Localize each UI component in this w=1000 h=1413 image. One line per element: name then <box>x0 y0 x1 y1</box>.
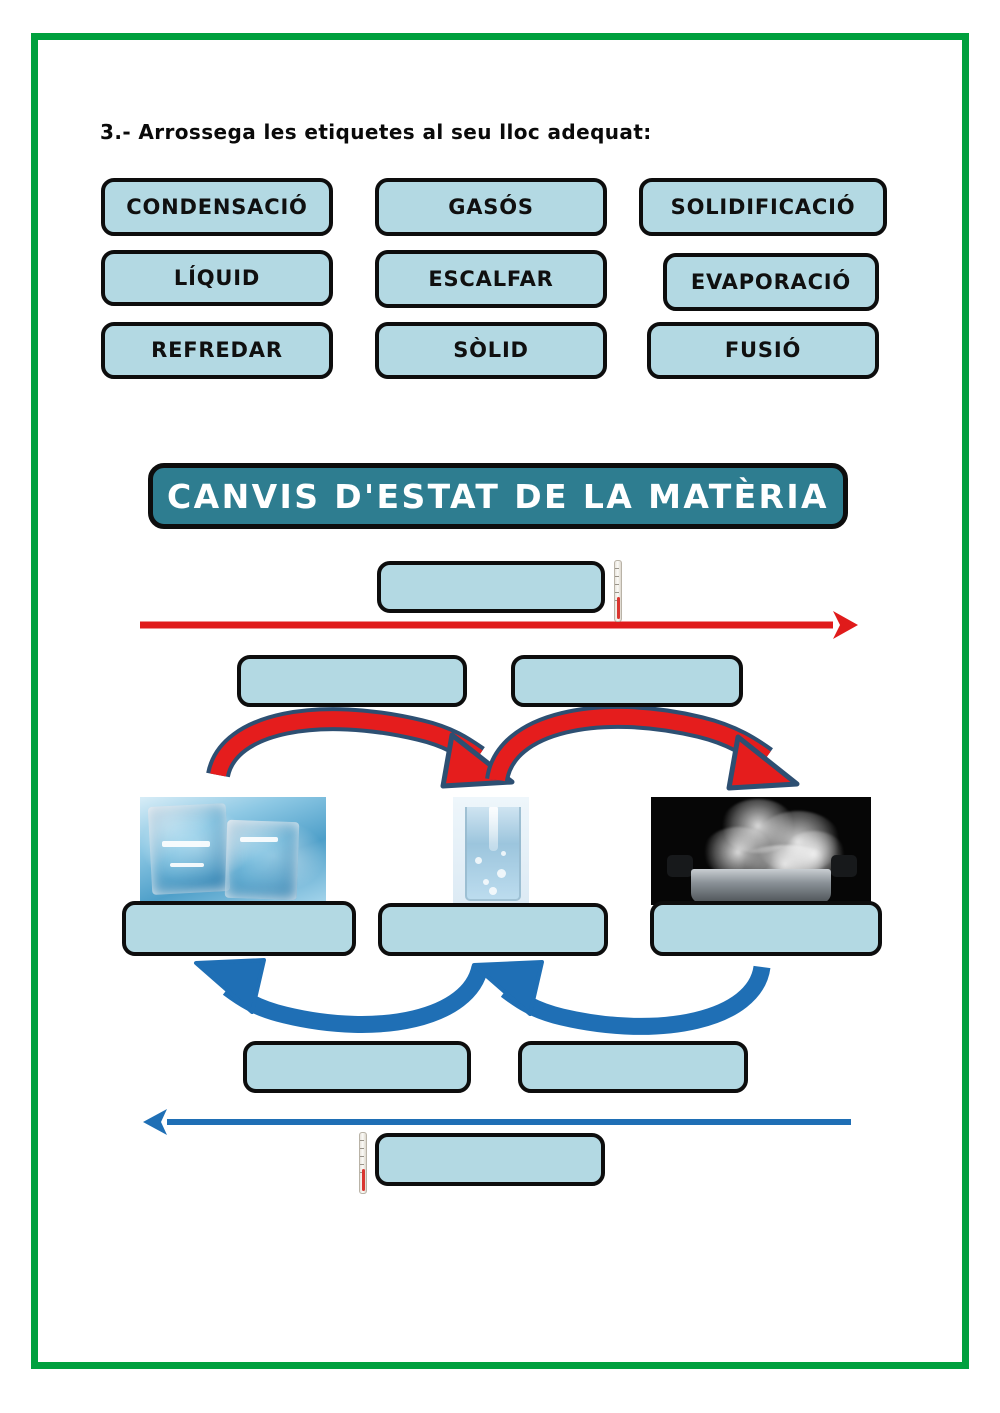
draggable-label-liquid[interactable]: LÍQUID <box>101 250 333 306</box>
steaming-pot-photo <box>651 797 871 905</box>
water-glass-photo <box>453 797 529 905</box>
draggable-label-text: EVAPORACIÓ <box>690 269 852 294</box>
dropzone-process-evaporacio[interactable] <box>511 655 743 707</box>
instruction-text: 3.- Arrossega les etiquetes al seu lloc … <box>100 120 652 144</box>
draggable-label-text: SÒLID <box>453 338 529 362</box>
draggable-label-text: FUSIÓ <box>724 338 802 362</box>
thermometer-icon-heat <box>612 560 624 622</box>
dropzone-cool-direction[interactable] <box>375 1133 605 1186</box>
draggable-label-fusio[interactable]: FUSIÓ <box>647 322 879 379</box>
draggable-label-evaporacio[interactable]: EVAPORACIÓ <box>663 253 879 311</box>
draggable-label-text: LÍQUID <box>173 265 261 290</box>
draggable-label-condensacio[interactable]: CONDENSACIÓ <box>101 178 333 236</box>
draggable-label-solid[interactable]: SÒLID <box>375 322 607 379</box>
dropzone-state-solid[interactable] <box>122 901 356 956</box>
draggable-label-solidificacio[interactable]: SOLIDIFICACIÓ <box>639 178 887 236</box>
diagram-title-text: CANVIS D'ESTAT DE LA MATÈRIA <box>167 476 829 516</box>
dropzone-process-condensacio[interactable] <box>518 1041 748 1093</box>
dropzone-heat-direction[interactable] <box>377 561 605 613</box>
dropzone-state-gas[interactable] <box>650 901 882 956</box>
dropzone-process-solidificacio[interactable] <box>243 1041 471 1093</box>
draggable-label-text: ESCALFAR <box>428 266 554 291</box>
thermometer-icon-cool <box>357 1132 369 1194</box>
draggable-label-text: CONDENSACIÓ <box>126 194 308 219</box>
draggable-label-text: GASÓS <box>448 194 534 219</box>
draggable-label-refredar[interactable]: REFREDAR <box>101 322 333 379</box>
draggable-label-text: SOLIDIFICACIÓ <box>670 194 856 219</box>
diagram-title-banner: CANVIS D'ESTAT DE LA MATÈRIA <box>148 463 848 529</box>
draggable-label-escalfar[interactable]: ESCALFAR <box>375 250 607 308</box>
draggable-label-text: REFREDAR <box>151 338 283 362</box>
ice-cubes-photo <box>140 797 326 905</box>
dropzone-state-liquid[interactable] <box>378 903 608 956</box>
draggable-label-gasos[interactable]: GASÓS <box>375 178 607 236</box>
dropzone-process-fusio[interactable] <box>237 655 467 707</box>
